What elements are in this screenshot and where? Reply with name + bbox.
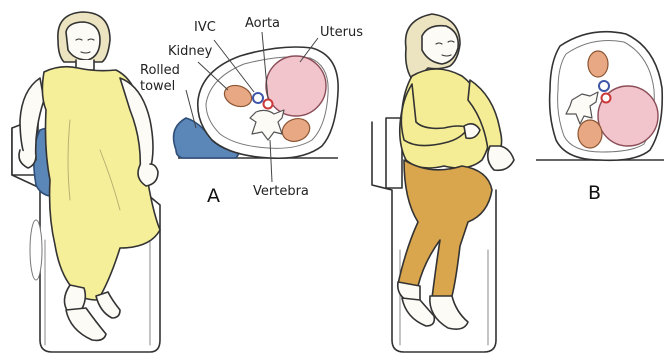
aorta-b (602, 94, 611, 103)
patient-figure-a (12, 12, 160, 352)
panel-label-a: A (207, 185, 220, 207)
patient-figure-b (372, 14, 514, 352)
aorta-label: Aorta (245, 16, 280, 31)
uterus (266, 56, 326, 116)
uterus-label: Uterus (320, 25, 363, 40)
rolled-towel-label-line1: Rolled (140, 63, 180, 78)
kidney-b-top (588, 51, 608, 77)
vertebra-label: Vertebra (253, 184, 309, 199)
panel-label-b: B (588, 182, 601, 204)
kidney-label: Kidney (168, 44, 212, 59)
kidney-b-bottom (578, 120, 602, 148)
ivc-b (599, 81, 609, 91)
ivc-label: IVC (194, 20, 216, 35)
cross-section-b (536, 32, 664, 161)
ivc (253, 93, 263, 103)
rolled-towel-label-line2: towel (140, 79, 175, 94)
aorta (264, 100, 273, 109)
